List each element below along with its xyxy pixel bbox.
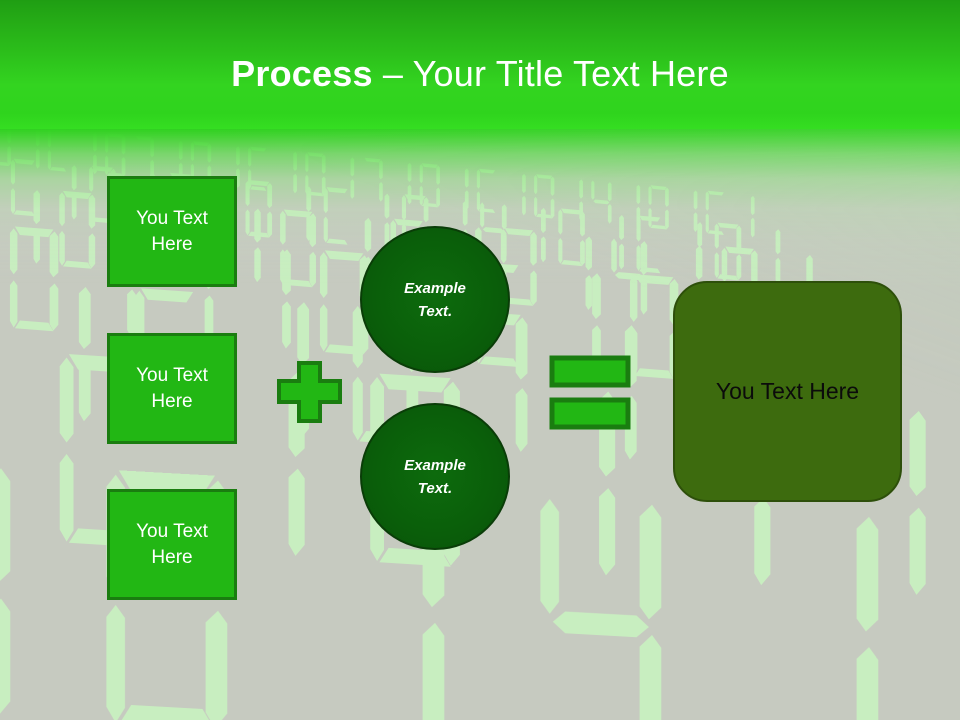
input-box-1[interactable]: You Text Here	[107, 176, 237, 287]
input-box-3[interactable]: You Text Here	[107, 489, 237, 600]
input-box-3-label: You Text Here	[136, 520, 208, 568]
page-title: Process – Your Title Text Here	[0, 52, 960, 96]
equals-icon	[549, 355, 631, 430]
example-circle-2-line2: Text.	[417, 479, 453, 497]
example-circle-2-line1: Example	[404, 456, 466, 474]
input-box-2[interactable]: You Text Here	[107, 333, 237, 444]
input-box-2-label: You Text Here	[136, 364, 208, 412]
page-title-rest: – Your Title Text Here	[372, 53, 729, 94]
title-banner: Process – Your Title Text Here	[0, 0, 960, 129]
result-box[interactable]: You Text Here	[673, 281, 902, 502]
example-circle-1-line2: Text.	[417, 302, 453, 320]
plus-icon	[277, 361, 342, 423]
result-box-label: You Text Here	[715, 378, 860, 404]
input-box-1-label: You Text Here	[136, 207, 208, 255]
example-circle-1[interactable]: Example Text.	[360, 226, 510, 373]
example-circle-1-label: Example Text.	[404, 277, 466, 323]
example-circle-2-label: Example Text.	[404, 454, 466, 500]
page-title-emphasis: Process	[231, 53, 373, 94]
example-circle-1-line1: Example	[404, 279, 466, 297]
example-circle-2[interactable]: Example Text.	[360, 403, 510, 550]
